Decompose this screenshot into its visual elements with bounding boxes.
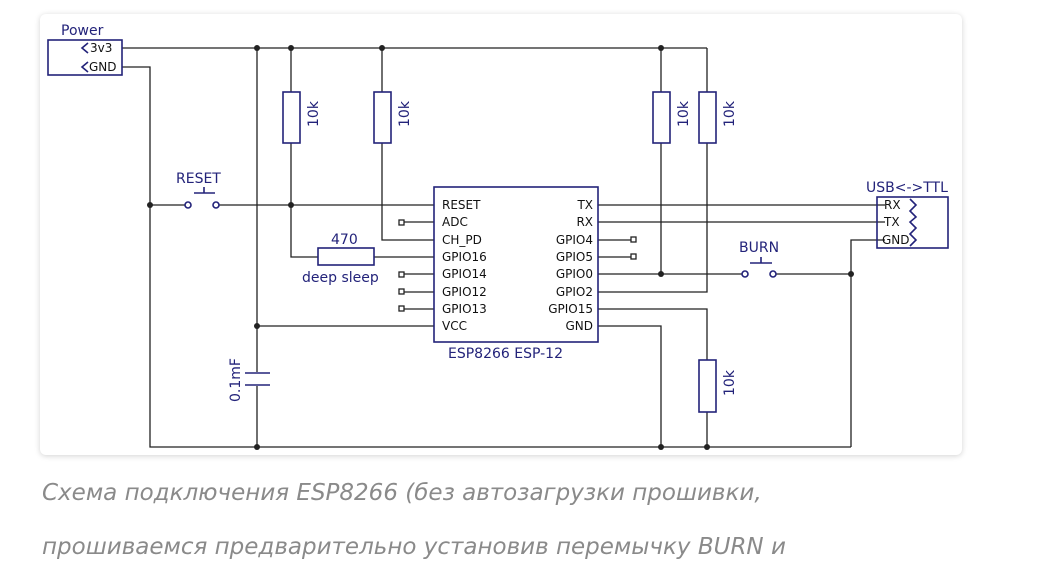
chip-pin-right: GPIO5 bbox=[556, 250, 593, 264]
resistor-label-2: 10k bbox=[397, 100, 413, 127]
power-pin-3v3: 3v3 bbox=[90, 41, 112, 55]
esp8266-chip: RESET ADC CH_PD GPIO16GPIO14GPIO12GPIO13VCC… bbox=[433, 186, 599, 362]
chip-name: ESP8266 ESP-12 bbox=[448, 346, 563, 362]
chip-pin-left: GPIO14 bbox=[442, 267, 487, 281]
chip-pin-right: GPIO15 bbox=[548, 302, 593, 316]
power-label: Power bbox=[61, 23, 104, 39]
chip-pin-left: GPIO12 bbox=[442, 285, 487, 299]
power-connector: Power 3v3 GND bbox=[47, 23, 123, 76]
power-pin-gnd: GND bbox=[89, 60, 117, 74]
resistor-label-4: 10k bbox=[722, 100, 738, 127]
reset-button: RESET bbox=[176, 171, 221, 209]
usb-pin-tx: TX bbox=[883, 215, 900, 229]
capacitor-label: 0.1mF bbox=[228, 358, 244, 402]
resistor-label-1: 10k bbox=[306, 100, 322, 127]
chip-pin-right: GPIO0 bbox=[556, 267, 593, 281]
burn-label: BURN bbox=[739, 240, 779, 256]
chip-pin-right: TX bbox=[576, 198, 593, 212]
resistors: 10k 10k 10k 10k 10k 470 deep sleep bbox=[282, 91, 738, 413]
chip-pin-right: GND bbox=[565, 319, 593, 333]
chip-pin-left: GPIO13 bbox=[442, 302, 487, 316]
usb-pin-rx: RX bbox=[884, 198, 901, 212]
deep-sleep-label: deep sleep bbox=[302, 270, 379, 286]
caption-line-1: Схема подключения ESP8266 (без автозагру… bbox=[42, 480, 762, 506]
nc-pin-markers bbox=[398, 219, 637, 312]
chip-pin-left: GPIO16 bbox=[442, 250, 487, 264]
chip-pin-right: GPIO4 bbox=[556, 233, 593, 247]
resistor-470-label: 470 bbox=[331, 232, 358, 248]
figure-card bbox=[40, 14, 962, 455]
resistor-label-3: 10k bbox=[676, 100, 692, 127]
caption-line-2: прошиваемся предварительно установив пер… bbox=[42, 534, 786, 560]
junction-dots bbox=[147, 45, 854, 450]
usb-ttl-connector: USB<->TTL RX TX GND bbox=[866, 180, 949, 249]
chip-pin-left: VCC bbox=[442, 319, 467, 333]
usb-pin-gnd: GND bbox=[882, 233, 910, 247]
burn-button: BURN bbox=[739, 240, 779, 278]
resistor-label-5: 10k bbox=[722, 369, 738, 396]
chip-pin-right: RX bbox=[576, 215, 593, 229]
reset-label: RESET bbox=[176, 171, 221, 187]
chip-pin-left: CH_PD bbox=[442, 233, 482, 247]
usb-ttl-label: USB<->TTL bbox=[866, 180, 948, 196]
capacitor: 0.1mF bbox=[228, 358, 270, 402]
wires bbox=[122, 47, 885, 448]
chip-pin-left: RESET bbox=[442, 198, 481, 212]
chip-pin-left: ADC bbox=[442, 215, 468, 229]
chip-pin-right: GPIO2 bbox=[556, 285, 593, 299]
